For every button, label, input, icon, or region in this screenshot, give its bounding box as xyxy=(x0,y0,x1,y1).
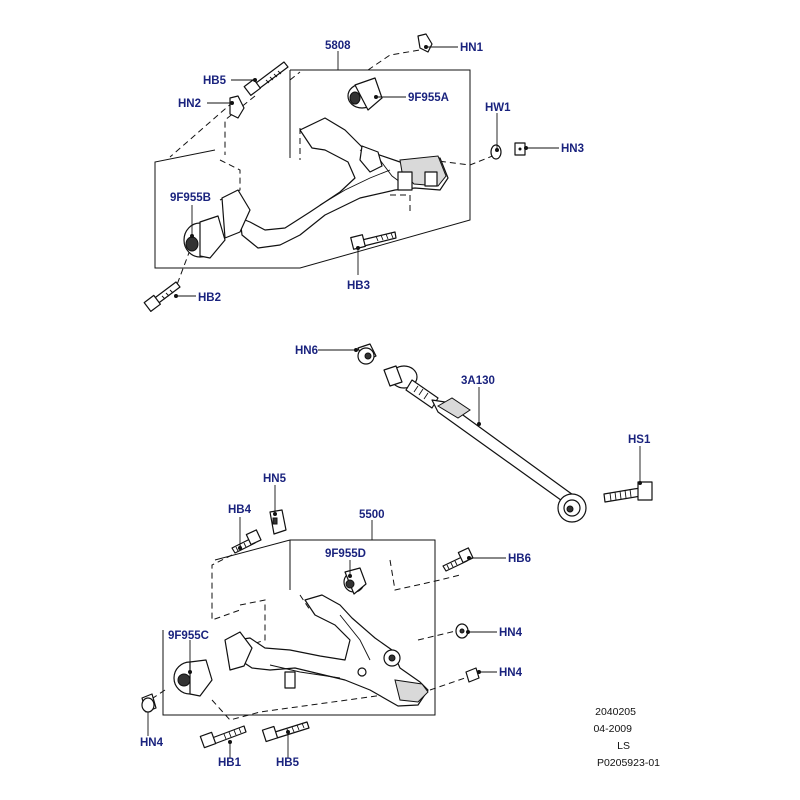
label-hw1: HW1 xyxy=(485,102,511,114)
lower-arm-assembly xyxy=(141,509,480,749)
label-hb3: HB3 xyxy=(347,280,370,292)
bolt-hb3 xyxy=(350,231,397,250)
label-hb4: HB4 xyxy=(228,504,252,516)
label-9f955d: 9F955D xyxy=(325,548,366,560)
label-hs1: HS1 xyxy=(628,434,651,446)
label-hn4-a: HN4 xyxy=(499,627,523,639)
label-hn5: HN5 xyxy=(263,473,287,485)
bushing-9f955d xyxy=(343,567,367,595)
nut-plate-hn1 xyxy=(417,33,433,53)
nut-hn4-left xyxy=(141,693,157,713)
label-hb5-top: HB5 xyxy=(203,75,227,87)
bolt-hb1 xyxy=(199,725,247,749)
track-rod-labels: HN6 3A130 HS1 xyxy=(295,345,651,485)
lower-labels: HN5 HB4 5500 9F955D HB6 HN4 9F955C HN4 H… xyxy=(140,473,531,769)
track-rod-assembly xyxy=(357,343,653,523)
tie-rod-ball-joint xyxy=(383,365,439,409)
nut-hn6 xyxy=(357,343,377,365)
label-hn1: HN1 xyxy=(460,42,484,54)
label-hb2: HB2 xyxy=(198,292,221,304)
nut-hn4-right-lower xyxy=(465,667,480,683)
label-9f955b: 9F955B xyxy=(170,192,211,204)
drawing-reference-block: 2040205 04-2009 LS P0205923-01 xyxy=(593,706,660,769)
lower-control-arm xyxy=(235,594,429,707)
footer-region: LS xyxy=(617,740,630,752)
label-hb5-bottom: HB5 xyxy=(276,757,300,769)
label-hn2: HN2 xyxy=(178,98,201,110)
footer-date: 04-2009 xyxy=(593,723,632,735)
footer-ref: P0205923-01 xyxy=(597,757,660,769)
label-hn4-b: HN4 xyxy=(499,667,523,679)
label-hb1: HB1 xyxy=(218,757,242,769)
label-hn6: HN6 xyxy=(295,345,318,357)
bolt-hs1 xyxy=(603,481,653,503)
label-hn4-c: HN4 xyxy=(140,737,164,749)
label-5500: 5500 xyxy=(359,509,385,521)
nut-hn3 xyxy=(514,142,526,156)
clip-hn5 xyxy=(269,509,287,535)
label-9f955a: 9F955A xyxy=(408,92,449,104)
lower-arm-frame xyxy=(162,539,436,716)
label-hn3: HN3 xyxy=(561,143,584,155)
bolt-hb4 xyxy=(231,529,262,554)
upper-arm-assembly xyxy=(143,33,526,313)
upper-arm-frame xyxy=(154,69,471,269)
bolt-hb2 xyxy=(143,281,181,313)
nut-plate-hn2 xyxy=(229,95,245,119)
upper-labels: HN1 HB5 HN2 5808 9F955A HW1 HN3 9F955B H… xyxy=(170,40,584,304)
label-5808: 5808 xyxy=(325,40,351,52)
track-rod-eye xyxy=(557,493,587,523)
label-9f955c: 9F955C xyxy=(168,630,209,642)
footer-code: 2040205 xyxy=(595,706,636,718)
bolt-hb5-bottom xyxy=(261,721,310,743)
label-3a130: 3A130 xyxy=(461,375,495,387)
bushing-9f955a xyxy=(347,77,383,111)
bolt-hb5-top xyxy=(243,61,289,97)
label-hb6: HB6 xyxy=(508,553,531,565)
nut-hn4-right-upper xyxy=(455,623,469,639)
washer-hw1 xyxy=(490,144,502,160)
bushing-9f955c xyxy=(173,631,253,697)
